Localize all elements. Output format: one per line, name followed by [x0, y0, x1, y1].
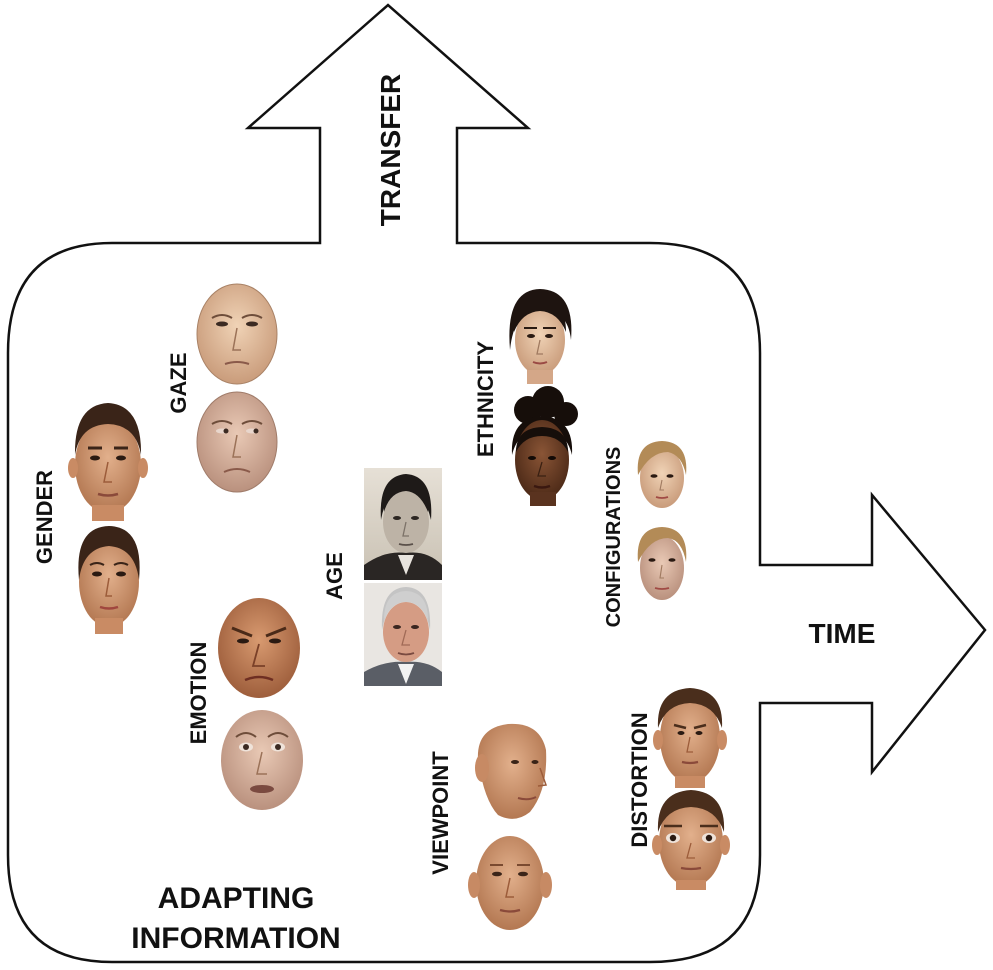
male-face-icon [68, 403, 148, 521]
time-label: TIME [809, 618, 876, 649]
gender-label: GENDER [32, 470, 57, 564]
configurations-label: CONFIGURATIONS [603, 447, 625, 628]
head-frontal-view-icon [468, 836, 552, 930]
elderly-woman-averted-gaze-face-icon [196, 391, 278, 493]
transfer-label: TRANSFER [375, 74, 406, 226]
angry-face-icon [218, 598, 300, 698]
caucasian-woman-face-icon [509, 289, 572, 384]
fearful-face-icon [221, 710, 303, 810]
information-label: INFORMATION [131, 922, 340, 955]
distortion-label: DISTORTION [627, 712, 652, 847]
adapting-information-box [6, 3, 987, 964]
young-man-photo-icon [364, 468, 442, 580]
female-face-icon [78, 526, 140, 634]
woman-face-altered-icon [637, 527, 687, 600]
head-three-quarter-view-icon [475, 723, 548, 819]
gaze-label: GAZE [166, 352, 191, 413]
elderly-woman-face-icon [196, 283, 278, 385]
age-label: AGE [322, 552, 347, 600]
adapting-label: ADAPTING [158, 882, 315, 915]
man-face-contracted-icon [653, 688, 727, 788]
man-face-expanded-icon [652, 790, 730, 890]
african-woman-face-icon [511, 386, 578, 506]
woman-face-original-icon [637, 441, 687, 508]
old-man-photo-icon [364, 583, 442, 686]
ethnicity-label: ETHNICITY [473, 341, 498, 457]
emotion-label: EMOTION [186, 642, 211, 745]
viewpoint-label: VIEWPOINT [428, 751, 453, 875]
